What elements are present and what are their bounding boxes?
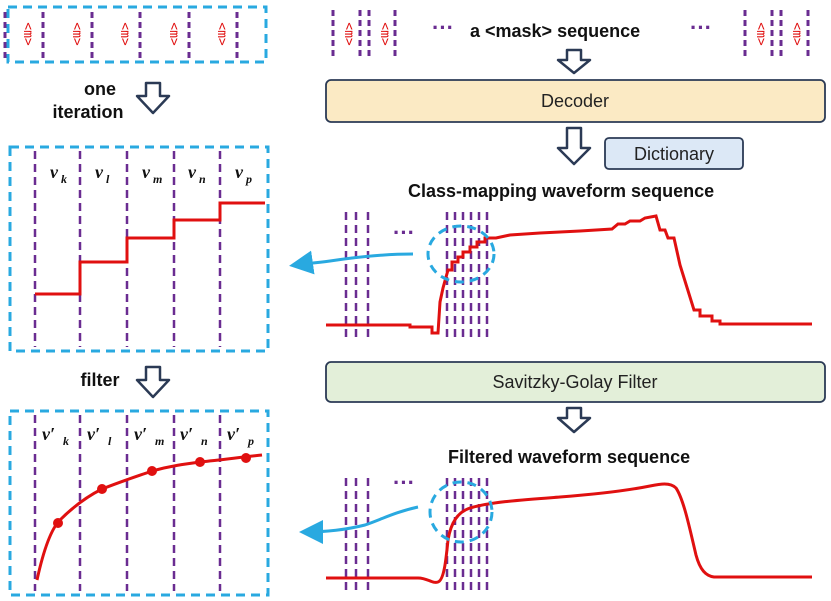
- arrow-down-icon: [556, 48, 592, 75]
- ellipsis-cm: ···: [393, 220, 415, 245]
- decoder-label: Decoder: [541, 91, 609, 111]
- filtered-variable-subscript: p: [247, 434, 254, 448]
- pointer-arrow-bottom: [299, 505, 419, 544]
- step-variable: v: [50, 162, 59, 182]
- mask-token: <m>: [20, 22, 35, 46]
- iteration-label: iteration: [52, 102, 123, 122]
- curve-point: [147, 466, 157, 476]
- filtered-variable-subscript: m: [155, 434, 164, 448]
- curve-point: [241, 453, 251, 463]
- pointer-arrow-top: [289, 250, 414, 275]
- step-waveform: [35, 201, 265, 296]
- mask-token: <m>: [214, 22, 229, 46]
- filtered-variable: v′: [227, 424, 240, 444]
- one-label: one: [84, 79, 116, 99]
- step-variable-subscript: p: [245, 172, 252, 186]
- dictionary-label: Dictionary: [634, 144, 714, 164]
- curve-point: [97, 484, 107, 494]
- step-variable: v: [188, 162, 197, 182]
- curve-point: [195, 457, 205, 467]
- class-mapping-waveform: ···: [289, 212, 812, 342]
- filtered-variable-subscript: n: [201, 434, 208, 448]
- mask-sequence-top: <m> <m> <m> <m> ··· a <mask> sequence ···: [331, 10, 810, 60]
- mask-token: <m>: [377, 22, 392, 46]
- filtered-variable: v′: [87, 424, 100, 444]
- arrow-down-icon: [135, 365, 171, 399]
- class-mapping-title: Class-mapping waveform sequence: [408, 181, 714, 201]
- step-variable-subscript: n: [199, 172, 206, 186]
- mask-token: <m>: [789, 22, 804, 46]
- mask-token: <m>: [69, 22, 84, 46]
- filtered-variable: v′: [42, 424, 55, 444]
- mask-token: <m>: [117, 22, 132, 46]
- savgol-box: Savitzky-Golay Filter: [325, 361, 826, 403]
- filtered-variable-subscript: l: [108, 434, 112, 448]
- arrow-down-icon: [556, 406, 592, 434]
- arrow-down-icon: [556, 126, 592, 166]
- mask-token: <m>: [753, 22, 768, 46]
- mask-token: <m>: [166, 22, 181, 46]
- step-variable: v: [95, 162, 104, 182]
- filtered-variable: v′: [134, 424, 147, 444]
- step-variable-subscript: m: [153, 172, 162, 186]
- filtered-variable-subscript: k: [63, 434, 69, 448]
- filtered-variable: v′: [180, 424, 193, 444]
- filtered-box: v′ k v′ l v′ m v′ n v′ p: [8, 409, 270, 597]
- mask-token: <m>: [341, 22, 356, 46]
- arrow-down-icon: [135, 81, 171, 115]
- curve-point: [53, 518, 63, 528]
- step-variable-subscript: k: [61, 172, 67, 186]
- filtered-title: Filtered waveform sequence: [448, 447, 690, 467]
- step-variable-subscript: l: [106, 172, 110, 186]
- mask-sequence-label: a <mask> sequence: [470, 21, 640, 41]
- step-variable: v: [235, 162, 244, 182]
- ellipsis-right: ···: [690, 15, 712, 40]
- step-variable: v: [142, 162, 151, 182]
- mask-box-left: <m> <m> <m> <m> <m>: [3, 5, 268, 64]
- savgol-label: Savitzky-Golay Filter: [492, 372, 657, 392]
- decoder-box: Decoder: [325, 79, 826, 123]
- dictionary-box: Dictionary: [604, 137, 744, 170]
- ellipsis-fw: ···: [393, 470, 415, 495]
- filtered-waveform: ···: [299, 470, 812, 594]
- ellipsis-left: ···: [432, 15, 454, 40]
- filter-label: filter: [80, 370, 119, 390]
